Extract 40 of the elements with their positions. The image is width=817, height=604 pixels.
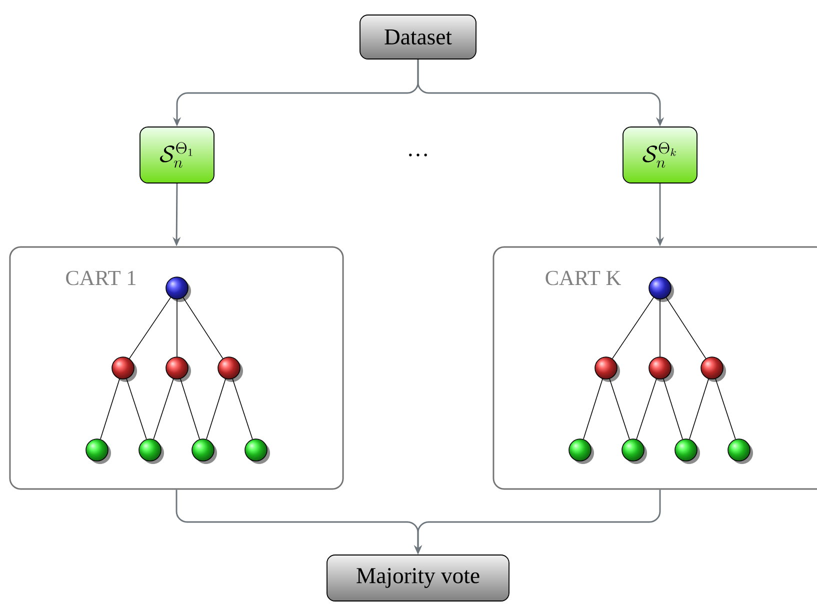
tree-node [244, 438, 270, 464]
tree-edge [126, 378, 147, 440]
sample-box: $\mathcal{S}_n^{\Theta_k}$ [622, 126, 698, 184]
tree-panel: CART 1 [9, 246, 344, 490]
tree-node [112, 356, 137, 382]
tree-node [192, 438, 217, 464]
process-box: Majority vote [326, 554, 510, 602]
tree-edge [128, 297, 172, 359]
tree-node [648, 276, 674, 302]
tree-edge [232, 378, 253, 440]
tree-node [138, 438, 164, 464]
tree-edge [100, 378, 120, 440]
tree-edge [153, 378, 174, 440]
tree-edge [583, 378, 603, 440]
tree-edge [666, 297, 706, 359]
tree-node [594, 356, 620, 382]
tree-node [166, 276, 191, 302]
tree-edge [715, 378, 736, 440]
ellipsis-label: … [409, 154, 427, 156]
tree-edge [636, 378, 657, 440]
tree-edge [612, 297, 654, 359]
tree-node [700, 356, 726, 382]
tree-edge [663, 378, 683, 440]
tree-edge [689, 378, 709, 440]
tree-edge [176, 299, 178, 357]
tree-node [86, 438, 111, 464]
process-box: Dataset [360, 14, 476, 60]
tree-edge [182, 297, 224, 359]
sample-box: $\mathcal{S}_n^{\Theta_1}$ [140, 126, 214, 184]
tree-node [622, 438, 647, 464]
tree-node [568, 438, 594, 464]
tree-node [648, 356, 674, 382]
tree-edge [206, 378, 226, 440]
tree-node [166, 356, 191, 382]
tree-node [674, 438, 700, 464]
tree-panel: CART K [492, 246, 817, 490]
tree-edge [180, 378, 200, 440]
tree-edge [609, 378, 630, 440]
tree-node [218, 356, 243, 382]
tree-node [728, 438, 753, 464]
